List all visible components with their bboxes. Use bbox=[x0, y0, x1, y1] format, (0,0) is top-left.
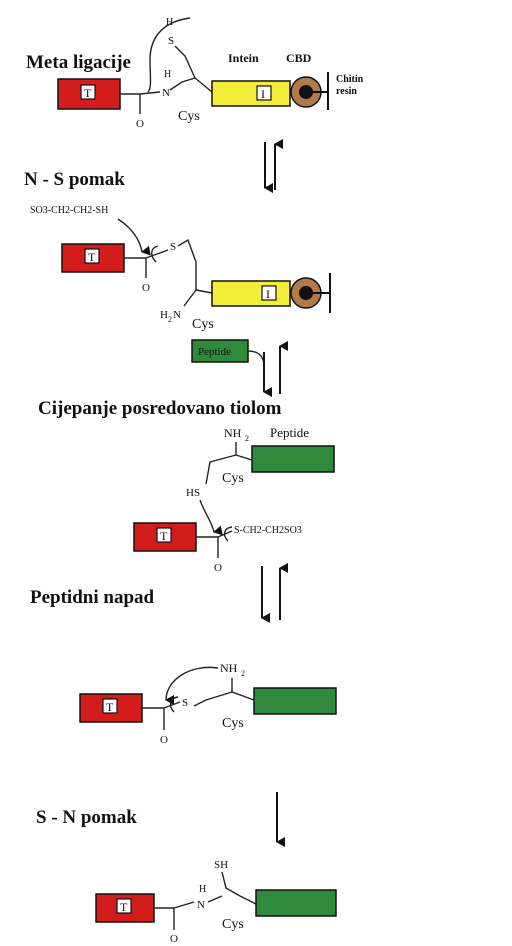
bond bbox=[139, 91, 161, 95]
oxygen-label: O bbox=[160, 734, 168, 746]
thiol-label: SH bbox=[214, 859, 228, 871]
oxygen-label: O bbox=[214, 562, 222, 574]
amine-n-label: N bbox=[173, 309, 181, 321]
subscript: 2 bbox=[168, 315, 172, 324]
target-tag-chip bbox=[84, 248, 100, 264]
peptide-box bbox=[255, 889, 337, 917]
step-5-sn-shift: S - N pomak SH Cys T O N H bbox=[36, 807, 337, 945]
target-tag-label: T bbox=[120, 900, 128, 914]
step-1-target-ligation: Meta ligacije T O N H S H Cys Intein I C… bbox=[26, 17, 364, 193]
step-2-ns-shift: N - S pomak SO3-CH2-CH2-SH T O S H 2 N C… bbox=[24, 169, 331, 397]
nitrogen-label: N bbox=[197, 899, 205, 911]
peptide-label: Peptide bbox=[270, 425, 309, 440]
hydrogen-label: H bbox=[166, 17, 173, 28]
bond bbox=[231, 678, 255, 701]
amide-bond bbox=[173, 901, 195, 909]
subscript: 2 bbox=[241, 669, 245, 678]
target-tag-label: T bbox=[88, 250, 96, 264]
step-2-title: N - S pomak bbox=[24, 169, 125, 190]
intein-label: Intein bbox=[228, 51, 259, 65]
amine-bond bbox=[183, 289, 197, 307]
acyl-shift-curve bbox=[147, 17, 191, 93]
step-1-title: Meta ligacije bbox=[26, 52, 131, 73]
cys-label: Cys bbox=[222, 471, 244, 486]
cys-side-chain bbox=[193, 691, 233, 707]
hydrogen-label: H bbox=[164, 69, 171, 80]
step-5-title: S - N pomak bbox=[36, 807, 137, 828]
cys-side-chain bbox=[169, 45, 196, 91]
cys-label: Cys bbox=[222, 917, 244, 932]
cys-label: Cys bbox=[192, 317, 214, 332]
intein-tag-chip bbox=[261, 285, 277, 301]
bond bbox=[207, 895, 223, 903]
chitin-label: Chitin bbox=[336, 74, 364, 85]
cbd-core bbox=[299, 85, 313, 99]
cys-side-chain bbox=[221, 871, 241, 897]
bond bbox=[235, 442, 253, 461]
subscript: 2 bbox=[245, 434, 249, 443]
target-protein-box bbox=[133, 522, 197, 552]
thioester-label: S-CH2-CH2SO3 bbox=[234, 525, 302, 536]
target-tag-chip bbox=[156, 527, 172, 543]
peptide-entry-curve bbox=[247, 350, 265, 367]
target-tag-chip bbox=[102, 698, 118, 714]
target-tag-label: T bbox=[106, 700, 114, 714]
bond bbox=[145, 249, 169, 259]
cys-backbone bbox=[177, 238, 213, 294]
cbd-label: CBD bbox=[286, 51, 312, 65]
peptide-reagent-label: Peptide bbox=[198, 346, 231, 358]
target-tag-label: T bbox=[160, 529, 168, 543]
resin-label: resin bbox=[336, 86, 357, 97]
bond bbox=[194, 77, 213, 93]
amine-label: NH bbox=[220, 661, 238, 675]
intein-box bbox=[211, 80, 291, 107]
sulfur-label: S bbox=[182, 697, 188, 709]
curved-electron-arrow bbox=[151, 245, 159, 263]
oxygen-label: O bbox=[142, 282, 150, 294]
cys-side-chain bbox=[205, 454, 237, 485]
nucleophile-arrow bbox=[199, 499, 223, 536]
amine-label: H bbox=[160, 309, 168, 321]
curved-electron-arrow bbox=[223, 526, 233, 542]
cbd-core bbox=[299, 286, 313, 300]
oxygen-label: O bbox=[136, 118, 144, 130]
intein-tag-label: I bbox=[261, 87, 265, 101]
peptide-box bbox=[253, 687, 337, 715]
step-4-title: Peptidni napad bbox=[30, 587, 155, 608]
step-4-peptide-attack: Peptidni napad NH 2 Cys T O S bbox=[30, 587, 337, 847]
curved-electron-arrow bbox=[169, 696, 179, 713]
sulfur-label: S bbox=[170, 241, 176, 253]
mesna-reagent-label: SO3-CH2-CH2-SH bbox=[30, 205, 108, 216]
intein-tag-label: I bbox=[266, 287, 270, 301]
step-3-thiol-cleavage: Cijepanje posredovano tiolom NH 2 Peptid… bbox=[38, 398, 335, 623]
intein-tag-chip bbox=[256, 85, 272, 101]
step-3-title: Cijepanje posredovano tiolom bbox=[38, 398, 282, 419]
hydrogen-label: H bbox=[199, 884, 206, 895]
cys-label: Cys bbox=[178, 109, 200, 124]
bond bbox=[239, 895, 257, 905]
sulfur-label: S bbox=[168, 35, 174, 47]
oxygen-label: O bbox=[170, 933, 178, 945]
amine-label: NH bbox=[224, 426, 242, 440]
nitrogen-label: N bbox=[162, 87, 170, 99]
intein-box bbox=[211, 280, 291, 307]
nucleophile-arrow bbox=[165, 666, 219, 706]
target-tag-label: T bbox=[84, 86, 92, 100]
cys-label: Cys bbox=[222, 716, 244, 731]
nucleophile-arrow bbox=[117, 218, 151, 256]
bond bbox=[163, 701, 181, 709]
target-tag-chip bbox=[80, 84, 96, 100]
target-tag-chip bbox=[116, 898, 132, 914]
peptide-box bbox=[251, 445, 335, 473]
thiol-label: HS bbox=[186, 487, 200, 499]
